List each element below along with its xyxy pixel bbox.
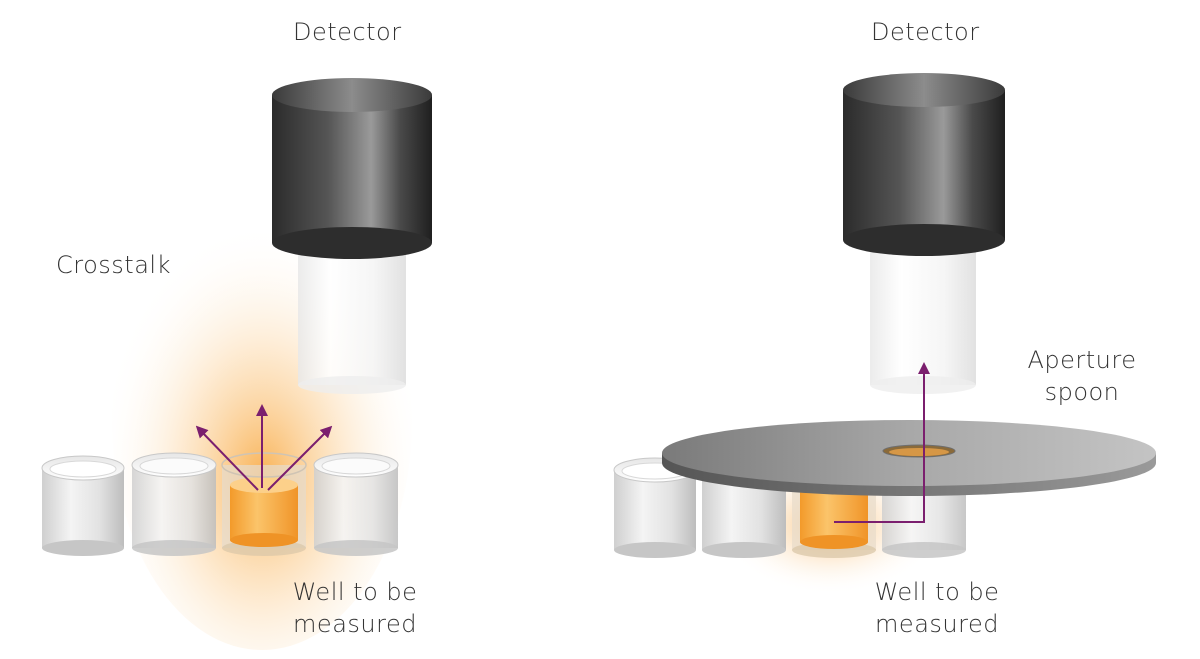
left-well-label: Well to be measured: [270, 576, 440, 640]
left-detector-label: Detector: [293, 18, 402, 46]
well-icon: [313, 452, 399, 556]
crosstalk-label: Crosstalk: [56, 251, 171, 279]
aperture-spoon-label: Aperture spoon: [1022, 344, 1142, 408]
left-well-label-line1: Well to be: [292, 578, 418, 606]
crosstalk-arrows: [195, 404, 333, 491]
right-well-label: Well to be measured: [852, 576, 1022, 640]
right-detector-label: Detector: [871, 18, 980, 46]
well-icon: [41, 455, 125, 556]
left-detector-icon: [272, 78, 432, 259]
right-panel: [613, 73, 1156, 595]
right-detector-icon: [843, 73, 1005, 256]
measurement-arrow: [834, 362, 930, 523]
right-well-label-line1: Well to be: [874, 578, 1000, 606]
aperture-label-line2: spoon: [1044, 378, 1120, 406]
aperture-spoon-icon: [662, 420, 1156, 496]
right-well-label-line2: measured: [875, 610, 999, 638]
arrow-up-left: [195, 425, 259, 491]
left-light-tube: [298, 240, 406, 394]
well-icon: [131, 452, 217, 556]
well-to-be-measured-icon: [221, 452, 307, 556]
left-well-row: [41, 452, 399, 556]
arrow-up-right: [267, 425, 333, 491]
aperture-label-line1: Aperture: [1027, 346, 1137, 374]
left-well-label-line2: measured: [293, 610, 417, 638]
left-panel: [41, 78, 432, 650]
